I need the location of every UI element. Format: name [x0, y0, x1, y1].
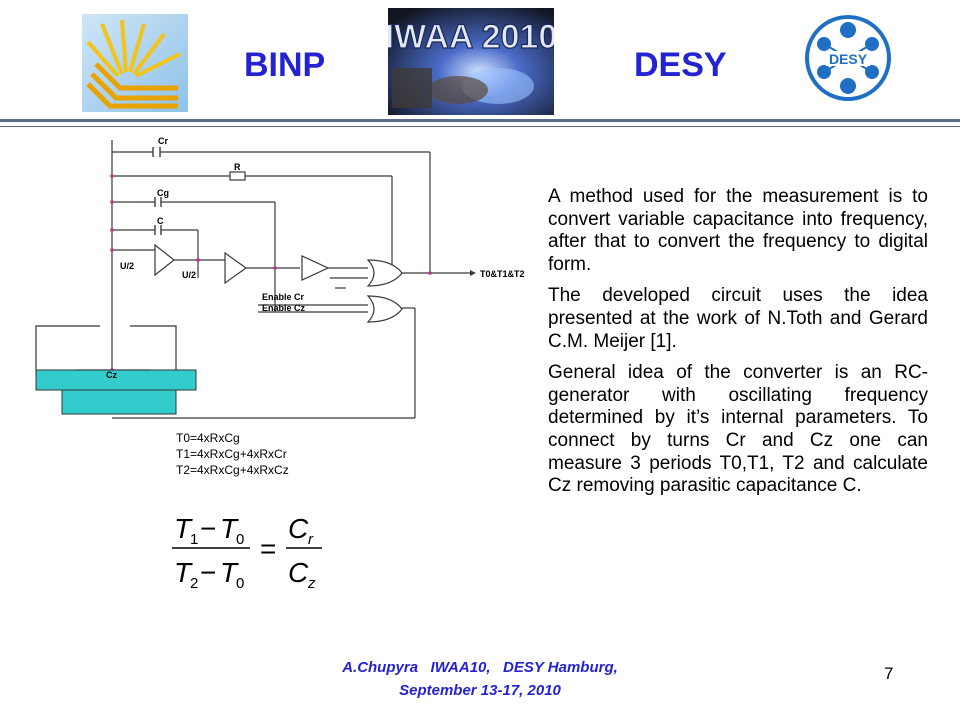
liquid-bottom — [61, 389, 177, 415]
svg-text:=: = — [260, 533, 276, 564]
header-separator-top — [0, 119, 960, 122]
circuit-diagram: Cr R Cg C U/2 U/2 T0&T1&T2 Enable Cr Ena… — [35, 136, 525, 419]
svg-text:C: C — [288, 513, 309, 544]
svg-text:T: T — [220, 557, 239, 588]
body-text: A method used for the measurement is to … — [548, 186, 928, 507]
label-enable-cr: Enable Cr — [262, 292, 305, 302]
label-r: R — [234, 162, 241, 172]
svg-text:0: 0 — [236, 575, 244, 592]
svg-text:0: 0 — [236, 531, 244, 548]
svg-text:−: − — [200, 513, 216, 544]
sensor-electrodes — [35, 325, 177, 371]
footer: A.Chupyra IWAA10, DESY Hamburg, Septembe… — [300, 656, 660, 702]
capacitor-symbols — [152, 147, 162, 235]
formula-t0: T0=4xRxCg — [176, 431, 240, 445]
label-output: T0&T1&T2 — [480, 269, 525, 279]
paragraph-general: General idea of the converter is an RC-g… — [548, 362, 928, 497]
label-cr: Cr — [158, 136, 168, 146]
iwaa-logo-text: IWAA 2010 — [388, 18, 554, 56]
binp-logo — [82, 14, 188, 112]
label-u2-mid: U/2 — [182, 270, 196, 280]
svg-text:T: T — [174, 557, 193, 588]
formula-t2: T2=4xRxCg+4xRxCz — [176, 463, 289, 477]
or-gates — [366, 259, 403, 323]
svg-text:2: 2 — [190, 575, 198, 592]
label-cz: Cz — [106, 370, 117, 380]
label-cg: Cg — [157, 188, 169, 198]
label-u2-left: U/2 — [120, 261, 134, 271]
formula-t1: T1=4xRxCg+4xRxCr — [176, 447, 287, 461]
desy-logo-text: DESY — [829, 51, 868, 67]
svg-text:z: z — [307, 575, 316, 592]
svg-text:−: − — [200, 557, 216, 588]
svg-text:1: 1 — [190, 531, 198, 548]
header-separator-bottom — [0, 126, 960, 127]
desy-title: DESY — [634, 46, 727, 84]
binp-title: BINP — [244, 46, 326, 84]
svg-text:C: C — [288, 557, 309, 588]
opamp-symbols — [154, 243, 330, 285]
svg-text:T: T — [174, 513, 193, 544]
paragraph-idea: The developed circuit uses the idea pres… — [548, 285, 928, 352]
paragraph-method: A method used for the measurement is to … — [548, 186, 928, 275]
label-c: C — [157, 216, 164, 226]
footer-line-1: A.Chupyra IWAA10, DESY Hamburg, — [342, 659, 618, 676]
desy-logo: DESY — [804, 14, 892, 102]
svg-text:T: T — [220, 513, 239, 544]
page-number: 7 — [884, 664, 894, 683]
resistor-symbol — [229, 171, 246, 181]
iwaa-2010-logo: IWAA 2010 — [384, 8, 558, 115]
svg-text:r: r — [308, 531, 314, 548]
label-enable-cz: Enable Cz — [262, 303, 306, 313]
footer-line-2: September 13-17, 2010 — [399, 682, 561, 699]
